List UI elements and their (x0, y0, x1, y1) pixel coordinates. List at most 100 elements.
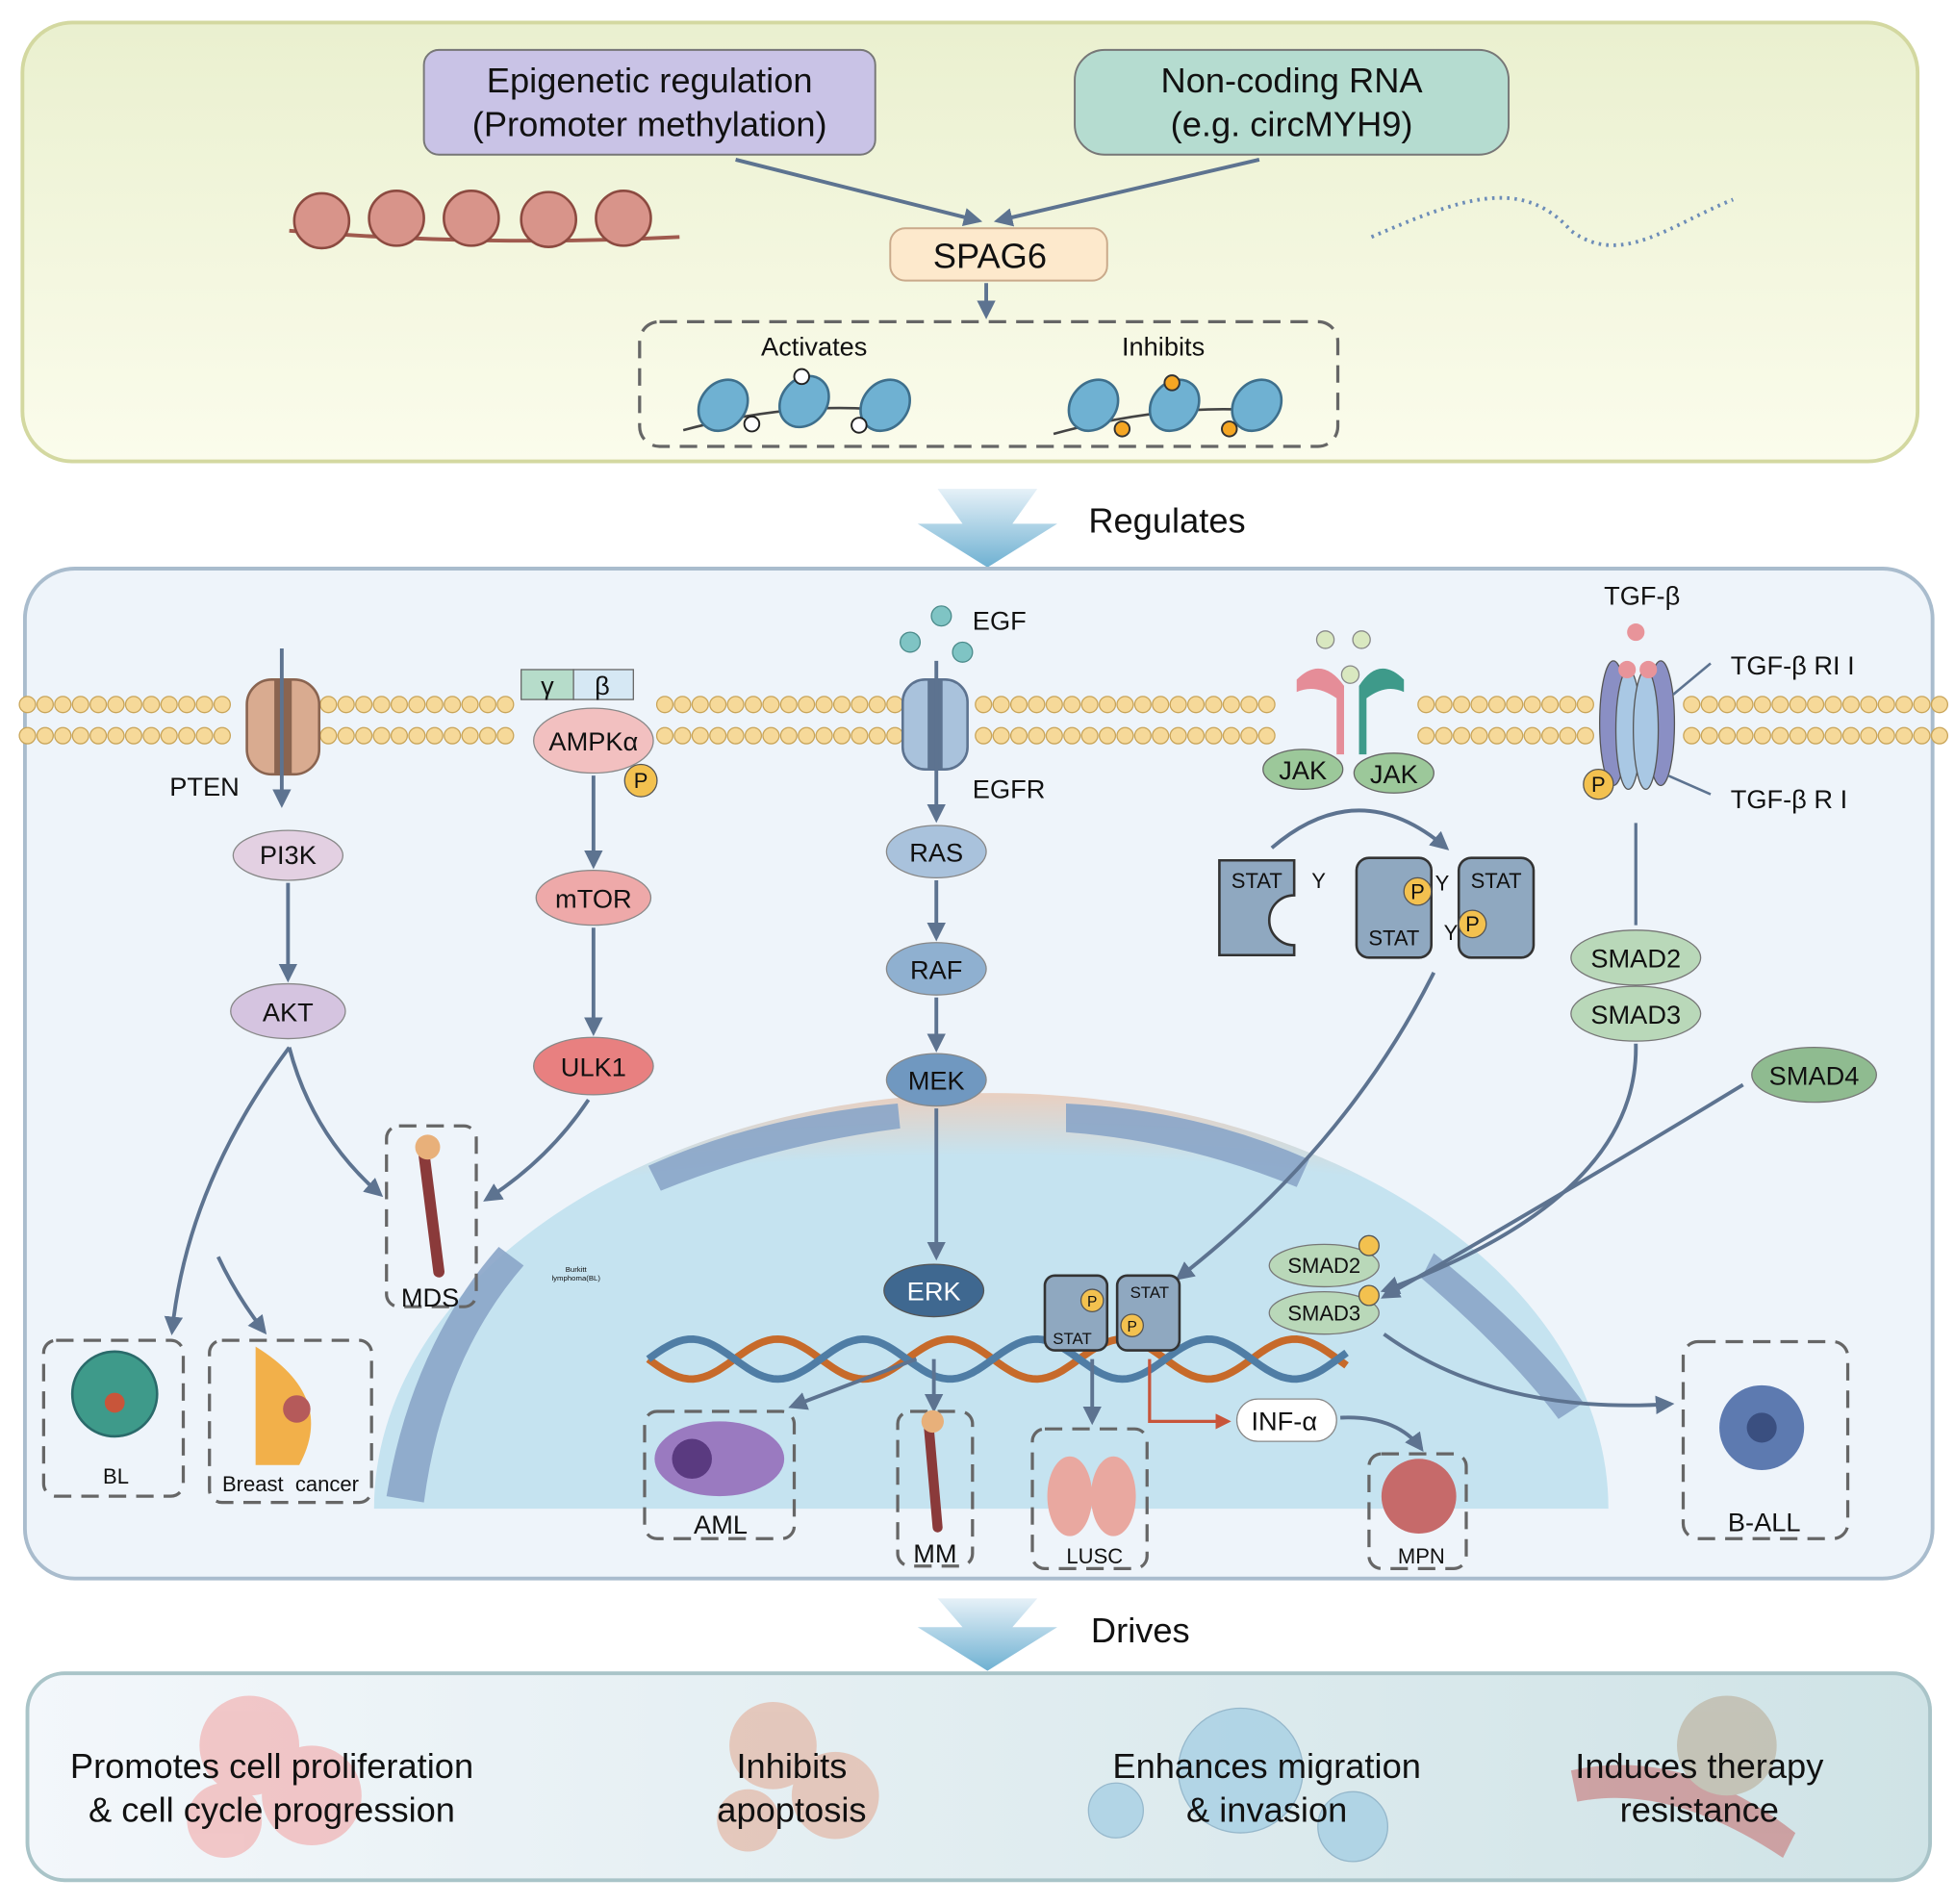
ulk1-label: ULK1 (561, 1052, 626, 1081)
lipid-head (36, 726, 54, 745)
lipid-head (1240, 696, 1258, 714)
lipid-head (319, 696, 338, 714)
lipid-head (1541, 726, 1560, 745)
lipid-head (1116, 696, 1134, 714)
lipid-head (691, 696, 709, 714)
lipid-head (975, 696, 993, 714)
mek-label: MEK (908, 1066, 965, 1096)
lipid-head (178, 726, 196, 745)
lipid-head (1807, 726, 1825, 745)
egf-label: EGF (973, 606, 1027, 636)
mtor-node: mTOR (535, 869, 652, 927)
inhibits-label: Inhibits (1122, 331, 1205, 361)
lipid-head (1913, 726, 1931, 745)
lipid-head (89, 726, 108, 745)
lipid-head (1736, 726, 1754, 745)
nucleosomes-active-icon (682, 368, 911, 434)
lipid-head (709, 696, 727, 714)
lipid-head (213, 696, 232, 714)
disease-lusc: LUSC (1030, 1427, 1149, 1570)
tyrosine-label: Y (1311, 869, 1326, 893)
lusc-label: LUSC (1066, 1544, 1123, 1568)
disease-breast-cancer: Breast cancer (208, 1338, 373, 1505)
ampk-complex: γ β AMPKα P (520, 669, 658, 798)
lipid-head (726, 726, 745, 745)
lipid-head (1895, 696, 1914, 714)
stat-dimer: STAT STAT P P Y Y (1355, 856, 1536, 959)
lipid-head (107, 696, 125, 714)
lipid-head (1028, 726, 1046, 745)
lipid-head (1487, 696, 1506, 714)
lipid-head (195, 696, 214, 714)
lipid-head (1470, 696, 1488, 714)
raf-label: RAF (910, 954, 962, 984)
lipid-head (1116, 726, 1134, 745)
lipid-head (779, 726, 798, 745)
lipid-head (337, 726, 355, 745)
lipid-head (691, 726, 709, 745)
lipid-head (1559, 696, 1577, 714)
lipid-head (1417, 726, 1435, 745)
lipid-head (1895, 726, 1914, 745)
dna-helix-icon (646, 1334, 1349, 1384)
lipid-head (1240, 726, 1258, 745)
breast-cancer-label: Breast cancer (222, 1472, 359, 1496)
phospho-label: P (1087, 1294, 1097, 1310)
lipid-head (1930, 696, 1949, 714)
lipid-head (496, 726, 515, 745)
outcome-line1: Promotes cell proliferation (70, 1746, 473, 1786)
lipid-head (425, 726, 444, 745)
mek-node: MEK (885, 1053, 987, 1107)
lipid-head (1753, 696, 1771, 714)
nucleosomes-inhibited-icon (1053, 374, 1283, 438)
lipid-head (54, 696, 72, 714)
lipid-head (1683, 726, 1701, 745)
lipid-head (496, 696, 515, 714)
lipid-head (779, 696, 798, 714)
lipid-head (886, 726, 904, 745)
jak-left: JAK (1262, 749, 1344, 791)
lipid-head (975, 726, 993, 745)
lipid-head (673, 696, 692, 714)
burkitt-label-line1: Burkitt (566, 1265, 588, 1274)
akt-node: AKT (230, 982, 346, 1040)
lipid-head (1009, 696, 1028, 714)
lipid-head (1824, 726, 1842, 745)
stat-label: STAT (1053, 1330, 1092, 1348)
tgfb-receptor1-label: TGF-β R I (1731, 784, 1847, 814)
lipid-head (832, 696, 851, 714)
lipid-head (1913, 696, 1931, 714)
mtor-label: mTOR (555, 883, 632, 913)
lipid-head (1045, 726, 1063, 745)
tgfb-receptor-icon: P (1583, 660, 1676, 800)
lipid-head (832, 726, 851, 745)
jak-label: JAK (1370, 759, 1418, 789)
drives-arrow-icon (917, 1598, 1057, 1671)
outcome-line1: Enhances migration (1112, 1746, 1421, 1786)
erk-node: ERK (883, 1263, 985, 1318)
smad2-label: SMAD2 (1287, 1254, 1360, 1278)
lipid-head (1257, 726, 1276, 745)
outcome-line1: Induces therapy (1575, 1746, 1824, 1786)
lipid-head (1098, 696, 1117, 714)
epigenetic-line1: Epigenetic regulation (487, 61, 813, 100)
lipid-head (1186, 726, 1206, 745)
lipid-head (18, 726, 37, 745)
epigenetic-regulation-box: Epigenetic regulation (Promoter methylat… (422, 48, 876, 156)
lipid-head (655, 726, 674, 745)
lipid-head (390, 696, 409, 714)
pi3k-label: PI3K (260, 840, 317, 870)
lipid-head (107, 726, 125, 745)
phospho-label: P (1410, 879, 1425, 903)
lipid-head (868, 696, 886, 714)
jak-right: JAK (1353, 752, 1435, 794)
lipid-head (762, 696, 780, 714)
smad3-label: SMAD3 (1590, 1000, 1681, 1029)
lipid-head (992, 726, 1010, 745)
drives-label: Drives (1091, 1611, 1190, 1650)
mm-label: MM (913, 1538, 956, 1568)
epigenetic-line2: (Promoter methylation) (472, 104, 827, 143)
lipid-head (1080, 696, 1099, 714)
disease-mpn: MPN (1367, 1452, 1468, 1570)
